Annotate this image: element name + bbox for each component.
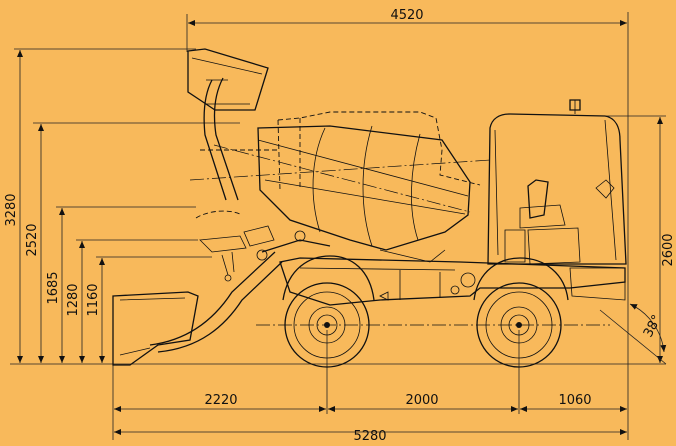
chassis [256, 230, 626, 306]
label-1160: 1160 [86, 283, 101, 316]
cab [487, 99, 627, 301]
fenders [282, 255, 569, 301]
label-1280: 1280 [66, 283, 81, 316]
mixer-truck [112, 48, 627, 368]
raised-bucket [187, 48, 269, 111]
front-wheel [284, 282, 370, 368]
label-4520: 4520 [390, 8, 423, 23]
lowered-bucket [112, 291, 199, 366]
label-2520: 2520 [25, 223, 40, 256]
label-3280: 3280 [4, 193, 19, 226]
label-2600: 2600 [661, 233, 676, 266]
dimension-lines [10, 12, 667, 440]
dimension-labels: 4520 5280 2220 2000 1060 3280 2520 1685 … [4, 8, 676, 444]
mixer-drum [257, 125, 471, 263]
drum-dashed-outline [195, 111, 481, 219]
loader-arm-lowered [149, 251, 283, 353]
label-2000: 2000 [405, 393, 438, 408]
centerlines [189, 144, 610, 326]
label-1685: 1685 [46, 271, 61, 304]
label-5280: 5280 [353, 429, 386, 442]
chute-details [199, 225, 389, 301]
loader-arm-raised [203, 77, 239, 201]
label-departure-angle: 38° [641, 313, 665, 340]
departure-angle-arc [629, 303, 667, 353]
label-1060: 1060 [558, 393, 591, 408]
rear-wheel [476, 282, 562, 368]
label-2220: 2220 [204, 393, 237, 408]
